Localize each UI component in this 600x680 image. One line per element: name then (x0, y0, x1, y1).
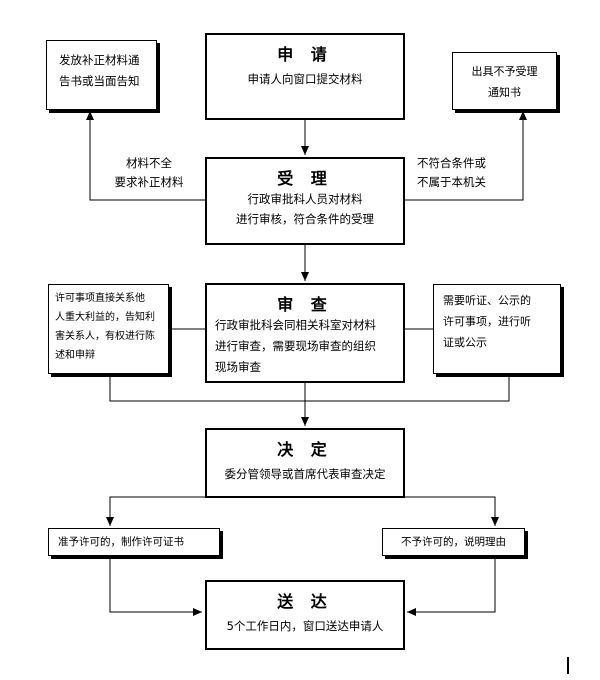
supplement-notice-line2: 告书或当面告知 (59, 74, 140, 88)
step-review-title: 审 查 (277, 295, 333, 314)
stakeholder-notice-box: 许可事项直接关系他 人重大利益的，告知利 害关系人，有权进行陈 述和申辩 (48, 284, 169, 374)
stakeholder-line1: 许可事项直接关系他 (55, 293, 145, 304)
edge-label-not-eligible: 不符合条件或 不属于本机关 (417, 154, 513, 192)
hearing-box: 需要听证、公示的 许可事项，进行听 证或公示 (433, 284, 561, 374)
edge-label-not-eligible-line2: 不属于本机关 (417, 175, 486, 189)
hearing-line1: 需要听证、公示的 (443, 294, 531, 307)
stakeholder-line3: 害关系人，有权进行陈 (55, 331, 155, 342)
stakeholder-line4: 述和申辩 (55, 350, 95, 361)
deny-box: 不予许可的，说明理由 (382, 528, 525, 556)
hearing-line3: 证或公示 (443, 336, 487, 349)
step-accept-desc-line2: 进行审核，符合条件的受理 (236, 212, 374, 226)
rejection-notice-box: 出具不予受理 通知书 (452, 52, 557, 110)
supplement-notice-line1: 发放补正材料通 (59, 53, 140, 67)
hearing-line2: 许可事项，进行听 (443, 315, 531, 328)
step-apply: 申 请 申请人向窗口提交材料 (205, 33, 405, 120)
step-deliver: 送 达 5个工作日内，窗口送达申请人 (205, 580, 405, 650)
step-decide: 决 定 委分管领导或首席代表审查决定 (205, 428, 405, 498)
step-accept-title: 受 理 (277, 169, 333, 188)
text-cursor (567, 657, 569, 674)
deny-text: 不予许可的，说明理由 (401, 536, 506, 548)
rejection-notice-line1: 出具不予受理 (471, 65, 538, 78)
step-deliver-desc: 5个工作日内，窗口送达申请人 (226, 619, 384, 633)
step-deliver-title: 送 达 (277, 592, 333, 611)
step-decide-title: 决 定 (277, 440, 333, 459)
step-review-desc-line1: 行政审批科会同相关科室对材料 (215, 318, 376, 332)
step-review-desc-line3: 现场审查 (215, 360, 261, 374)
edge-label-incomplete: 材料不全 要求补正材料 (104, 154, 194, 192)
edge-label-incomplete-line2: 要求补正材料 (114, 175, 184, 189)
edge-label-incomplete-line1: 材料不全 (126, 156, 172, 170)
step-decide-desc: 委分管领导或首席代表审查决定 (224, 467, 386, 481)
step-apply-desc: 申请人向窗口提交材料 (247, 72, 363, 86)
rejection-notice-line2: 通知书 (488, 86, 521, 99)
step-apply-title: 申 请 (277, 45, 333, 64)
step-accept-desc-line1: 行政审批科人员对材料 (247, 192, 363, 206)
step-review-desc-line2: 进行审查，需要现场审查的组织 (215, 339, 376, 353)
grant-text: 准予许可的，制作许可证书 (58, 536, 184, 548)
stakeholder-line2: 人重大利益的，告知利 (55, 312, 155, 323)
supplement-notice-box: 发放补正材料通 告书或当面告知 (46, 40, 157, 110)
grant-box: 准予许可的，制作许可证书 (48, 528, 220, 556)
step-accept: 受 理 行政审批科人员对材料 进行审核，符合条件的受理 (205, 157, 405, 245)
step-review: 审 查 行政审批科会同相关科室对材料 进行审查，需要现场审查的组织 现场审查 (205, 283, 405, 383)
edge-label-not-eligible-line1: 不符合条件或 (417, 156, 486, 170)
